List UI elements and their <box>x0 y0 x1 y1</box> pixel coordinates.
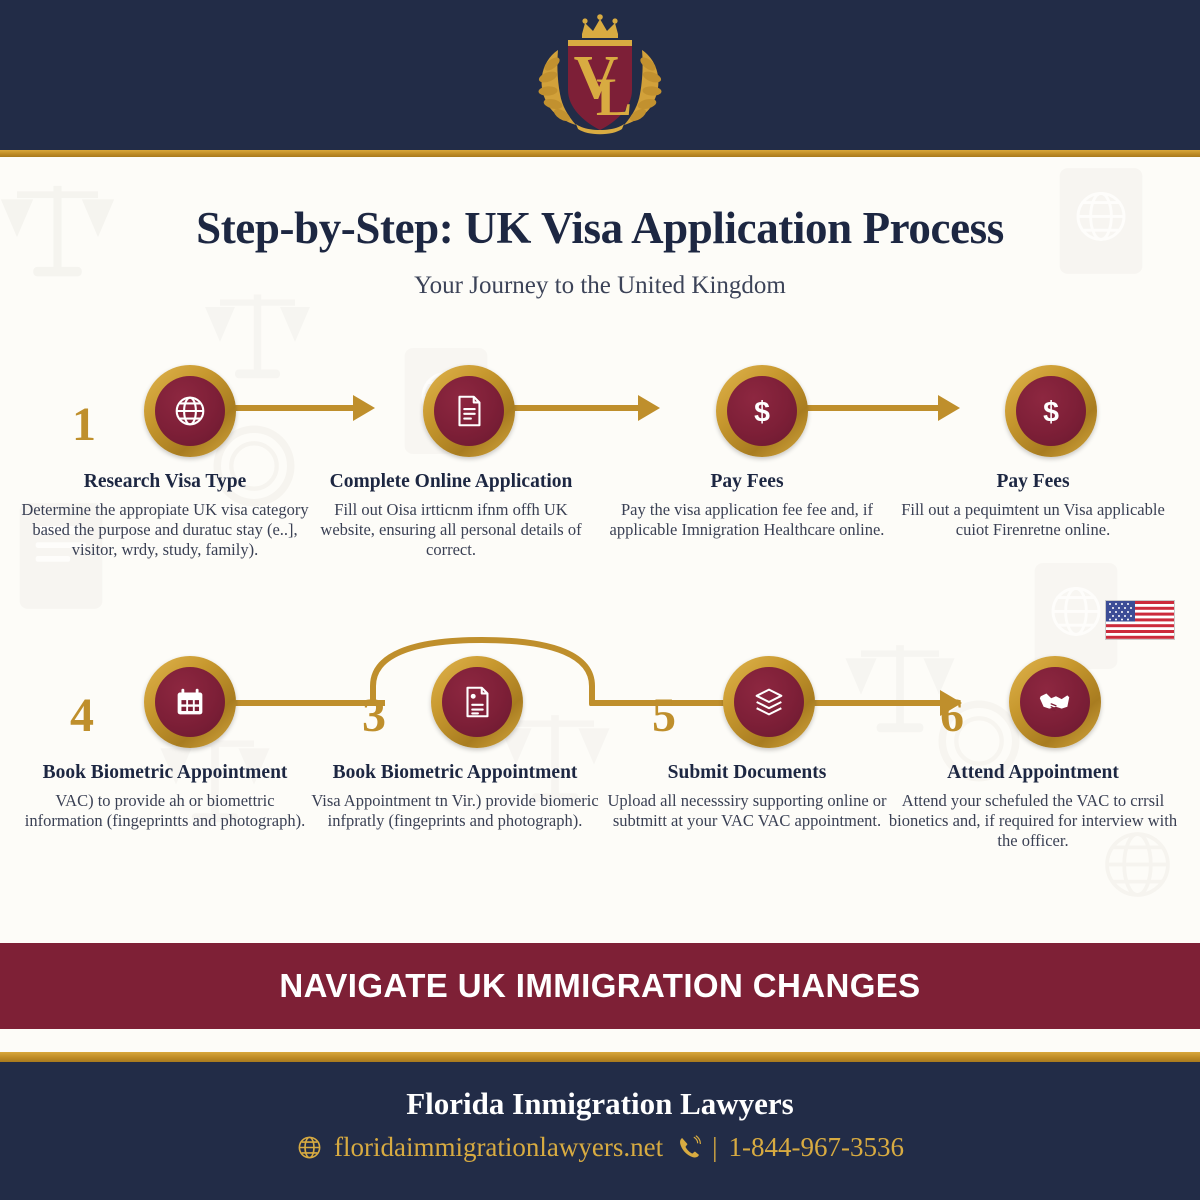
step-8-desc: Attend your schefuled the VAC to crrsil … <box>888 790 1178 851</box>
step-3-desc: Pay the visa application fee fee and, if… <box>609 499 885 539</box>
step-3-badge: $ <box>716 365 808 457</box>
step-5-number: 4 <box>70 689 94 742</box>
connector-4-3 <box>215 700 385 706</box>
arrow-5-6 <box>940 690 962 716</box>
passport-watermark <box>1034 563 1118 669</box>
step-7-desc: Upload all necesssiry supporting online … <box>607 790 887 830</box>
dollar-icon: $ <box>1043 396 1059 428</box>
calendar-icon <box>177 688 203 715</box>
website-link[interactable]: floridaimmigrationlawyers.net <box>333 1132 664 1162</box>
seal-watermark <box>213 425 295 507</box>
document-icon <box>458 395 481 427</box>
footer-bar <box>0 1062 1200 1200</box>
step-2-desc: Fill out Oisa irtticnm ifnm offh UK webs… <box>320 499 582 560</box>
step-card-3[interactable]: $ Pay Fees Pay the visa application fee … <box>602 365 892 540</box>
step-4-desc: Fill out a pequimtent un Visa applicable… <box>901 499 1165 539</box>
arc-connector-over-step3 <box>370 636 595 706</box>
step-1-number: 1 <box>72 398 96 451</box>
passport-watermark <box>1059 168 1143 274</box>
step-6-badge <box>431 656 523 748</box>
seal-watermark <box>938 700 1020 782</box>
svg-text:$: $ <box>1043 396 1059 428</box>
step-5-badge-wrap: 4 <box>20 656 310 754</box>
step-2-title: Complete Online Application <box>329 471 573 492</box>
footer-contact-row: floridaimmigrationlawyers.net | 1-844-96… <box>0 1132 1200 1163</box>
step-4-title: Pay Fees <box>996 471 1070 492</box>
step-card-7[interactable]: 5 Submit Documents Upload all necesssiry… <box>602 656 892 831</box>
arrow-1-2 <box>353 395 375 421</box>
step-1-title: Research Visa Type <box>83 471 247 492</box>
page-title: Step-by-Step: UK Visa Application Proces… <box>196 203 1004 253</box>
cta-banner-text: NAVIGATE UK IMMIGRATION CHANGES <box>279 967 921 1004</box>
step-card-2[interactable]: Complete Online Application Fill out Ois… <box>306 365 596 560</box>
step-6-badge-wrap: 3 <box>310 656 600 754</box>
scales-watermark <box>160 735 270 823</box>
step-8-badge-wrap: 6 <box>888 656 1178 754</box>
globe-icon <box>298 1136 321 1159</box>
step-5-title: Book Biometric Appointment <box>42 762 288 783</box>
step-7-badge-wrap: 5 <box>602 656 892 754</box>
connector-2-3 <box>500 405 640 411</box>
step-7-title: Submit Documents <box>667 762 827 783</box>
firm-name: Florida Inmigration Lawyers <box>406 1086 794 1121</box>
scales-watermark <box>845 645 955 733</box>
step-2-badge <box>423 365 515 457</box>
header-bar: V L <box>0 0 1200 150</box>
step-4-badge: $ <box>1005 365 1097 457</box>
svg-text:L: L <box>596 67 632 127</box>
step-7-badge <box>723 656 815 748</box>
step-1-desc: Determine the appropiate UK visa categor… <box>21 499 309 560</box>
step-4-badge-wrap: $ <box>888 365 1178 463</box>
step-card-1[interactable]: 1 Research Visa Type Determine the appro… <box>20 365 310 560</box>
svg-text:$: $ <box>754 396 770 428</box>
step-1-badge <box>144 365 236 457</box>
step-card-8[interactable]: 6 Attend Appointment Attend your scheful… <box>888 656 1178 851</box>
step-card-5[interactable]: 4 <box>20 656 310 831</box>
scales-watermark <box>0 185 115 277</box>
step-6-title: Book Biometric Appointment <box>332 762 578 783</box>
step-card-4[interactable]: $ Pay Fees Fill out a pequimtent un Visa… <box>888 365 1178 540</box>
handshake-icon <box>1039 693 1070 712</box>
footer-gold-divider <box>0 1052 1200 1062</box>
globe-watermark <box>1105 832 1170 897</box>
step-6-desc: Visa Appointment tn Vir.) provide biomer… <box>311 790 599 830</box>
dollar-icon: $ <box>754 396 770 428</box>
connector-1-2 <box>215 405 355 411</box>
step-5-desc: VAC) to provide ah or biomettric informa… <box>24 790 306 830</box>
connector-3-4 <box>800 405 940 411</box>
step-8-badge <box>1009 656 1101 748</box>
us-flag-badge <box>1105 600 1175 640</box>
step-1-badge-wrap: 1 <box>20 365 310 463</box>
step-2-badge-wrap <box>306 365 596 463</box>
globe-icon <box>175 396 205 426</box>
arrow-3-4 <box>938 395 960 421</box>
document-lines-icon <box>466 686 489 718</box>
step-3-title: Pay Fees <box>710 471 784 492</box>
header-gold-divider <box>0 150 1200 157</box>
phone-number[interactable]: 1-844-967-3536 <box>728 1132 905 1162</box>
phone-icon <box>680 1135 702 1158</box>
banner-gap <box>0 1029 1200 1052</box>
scales-watermark <box>205 294 310 379</box>
connector-3-5 <box>590 700 740 706</box>
connector-5-6 <box>800 700 948 706</box>
contact-separator: | <box>712 1132 718 1162</box>
step-5-badge <box>144 656 236 748</box>
page-subtitle: Your Journey to the United Kingdom <box>414 272 786 299</box>
arrow-2-3 <box>638 395 660 421</box>
svg-text:V: V <box>574 44 619 112</box>
scales-watermark <box>500 715 610 803</box>
stack-layers-icon <box>755 688 783 716</box>
cta-banner[interactable]: NAVIGATE UK IMMIGRATION CHANGES <box>0 943 1200 1029</box>
vl-crest-logo: V L <box>538 14 662 135</box>
step-8-number: 6 <box>940 689 964 742</box>
step-card-6[interactable]: 3 Book Biometric Appointment Visa Appo <box>310 656 600 831</box>
step-6-number: 3 <box>362 689 386 742</box>
body-background <box>0 157 1200 943</box>
passport-watermark <box>19 503 103 609</box>
step-8-title: Attend Appointment <box>947 762 1119 783</box>
step-7-number: 5 <box>652 689 676 742</box>
step-3-badge-wrap: $ <box>602 365 892 463</box>
